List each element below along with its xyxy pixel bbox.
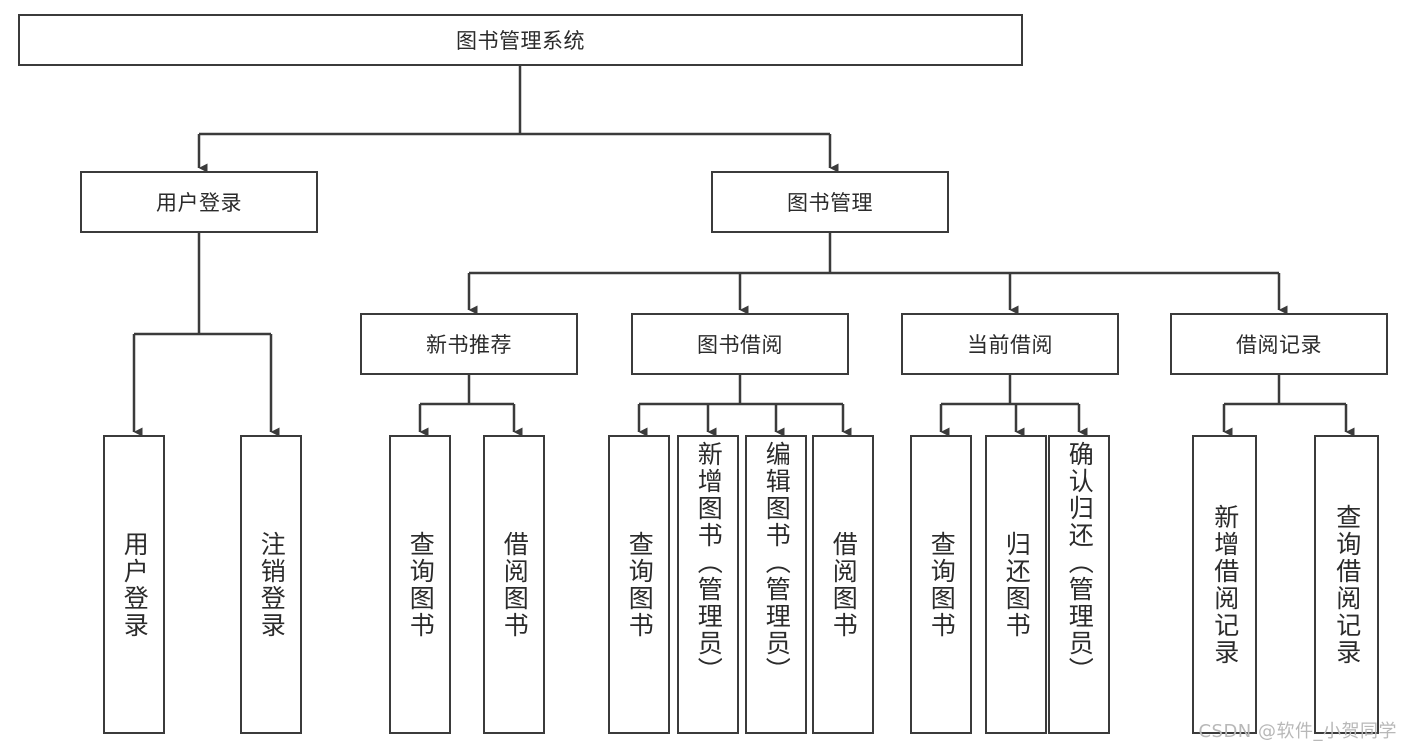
node-leaf-3[interactable]: 借阅图书: [483, 435, 545, 734]
node-leaf-1[interactable]: 注销登录: [240, 435, 302, 734]
node-leaf-12[interactable]: 查询借阅记录: [1314, 435, 1379, 734]
node-label: 借阅图书: [829, 530, 859, 639]
node-label: 编辑图书（管理员）: [762, 441, 792, 684]
node-label: 查询图书: [406, 530, 436, 639]
node-label: 借阅记录: [1236, 333, 1322, 357]
node-level2-3[interactable]: 借阅记录: [1170, 313, 1388, 375]
node-label: 查询图书: [927, 530, 957, 639]
node-label: 新书推荐: [426, 333, 512, 357]
node-leaf-6[interactable]: 编辑图书（管理员）: [745, 435, 807, 734]
node-label: 注销登录: [257, 530, 287, 639]
node-level2-1[interactable]: 图书借阅: [631, 313, 849, 375]
node-label: 图书管理: [787, 191, 873, 215]
node-label: 借阅图书: [500, 530, 530, 639]
node-leaf-5[interactable]: 新增图书（管理员）: [677, 435, 739, 734]
node-label: 用户登录: [120, 530, 150, 639]
node-level1-0[interactable]: 用户登录: [80, 171, 318, 233]
node-label: 新增借阅记录: [1210, 503, 1240, 666]
node-label: 查询图书: [625, 530, 655, 639]
node-leaf-10[interactable]: 确认归还（管理员）: [1048, 435, 1110, 734]
node-label: 图书管理系统: [456, 29, 585, 53]
node-root-图书管理系统[interactable]: 图书管理系统: [18, 14, 1023, 66]
node-leaf-11[interactable]: 新增借阅记录: [1192, 435, 1257, 734]
node-label: 查询借阅记录: [1332, 503, 1362, 666]
watermark-text: CSDN @软件_小贺同学: [1198, 721, 1397, 742]
node-label: 新增图书（管理员）: [694, 441, 724, 684]
node-leaf-8[interactable]: 查询图书: [910, 435, 972, 734]
node-label: 图书借阅: [697, 333, 783, 357]
node-label: 用户登录: [156, 191, 242, 215]
node-label: 确认归还（管理员）: [1065, 441, 1095, 684]
node-level1-1[interactable]: 图书管理: [711, 171, 949, 233]
node-leaf-0[interactable]: 用户登录: [103, 435, 165, 734]
node-leaf-7[interactable]: 借阅图书: [812, 435, 874, 734]
node-leaf-2[interactable]: 查询图书: [389, 435, 451, 734]
node-level2-2[interactable]: 当前借阅: [901, 313, 1119, 375]
node-leaf-9[interactable]: 归还图书: [985, 435, 1047, 734]
node-level2-0[interactable]: 新书推荐: [360, 313, 578, 375]
node-label: 归还图书: [1002, 530, 1032, 639]
node-leaf-4[interactable]: 查询图书: [608, 435, 670, 734]
node-label: 当前借阅: [967, 333, 1053, 357]
